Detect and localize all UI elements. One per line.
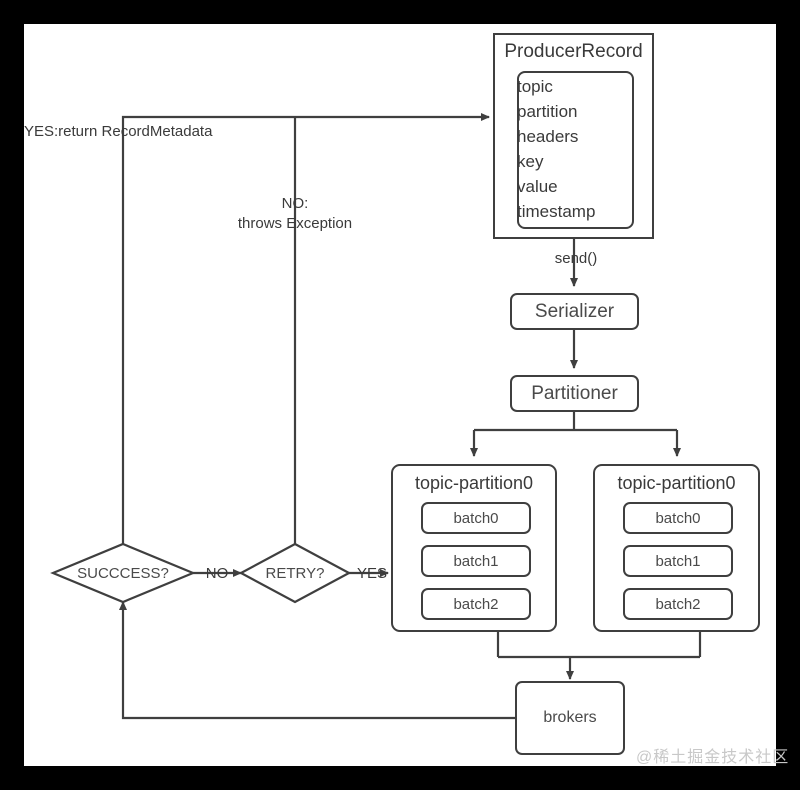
- producer-record-field-timestamp: timestamp: [517, 202, 596, 221]
- producer-record-field-value: value: [517, 177, 558, 196]
- topic-partition-box-1: topic-partition0 batch0 batch1 batch2: [593, 464, 760, 632]
- batch-box-0-0: batch0: [421, 502, 531, 534]
- edge-label-yes: YES: [356, 565, 387, 582]
- batch-box-1-2: batch2: [623, 588, 733, 620]
- brokers-box: brokers: [515, 681, 625, 755]
- partitioner-box: Partitioner: [510, 375, 639, 412]
- batch-box-1-0: batch0: [623, 502, 733, 534]
- edge-brokers-to-success: [119, 601, 515, 720]
- producer-record-field-key: key: [517, 152, 544, 171]
- serializer-box: Serializer: [510, 293, 639, 330]
- edge-label-yes-return-recordmetadata: YES:return RecordMetadata: [24, 123, 213, 140]
- decision-retry-label: RETRY?: [265, 564, 325, 582]
- decision-success-label: SUCCCESS?: [77, 564, 169, 582]
- edge-success-yes-to-producerrecord: [121, 113, 490, 544]
- edge-label-no-throws-exception: NO: throws Exception: [237, 195, 353, 232]
- topic-partition-box-0: topic-partition0 batch0 batch1 batch2: [391, 464, 557, 632]
- producer-record-field-topic: topic: [517, 77, 553, 96]
- producer-record-field-partition: partition: [517, 102, 578, 121]
- watermark: @稀土掘金技术社区: [636, 749, 790, 766]
- diagram-connectors: [50, 113, 702, 720]
- topic-partition-title-0: topic-partition0: [414, 473, 534, 493]
- batch-box-1-1: batch1: [623, 545, 733, 577]
- topic-partition-title-1: topic-partition0: [617, 473, 736, 493]
- producer-record-title: ProducerRecord: [504, 41, 643, 62]
- diamond-retry-shape: [238, 542, 352, 604]
- diamond-success-shape: [50, 542, 196, 604]
- edge-label-no: NO: [205, 565, 229, 582]
- producer-record-fields-box: [517, 71, 634, 229]
- diagram-canvas: ProducerRecord topic partition headers k…: [24, 24, 788, 766]
- batch-box-0-2: batch2: [421, 588, 531, 620]
- producer-record-field-headers: headers: [517, 127, 579, 146]
- decision-retry: RETRY?: [241, 544, 349, 602]
- edge-label-send: send(): [554, 250, 598, 267]
- batch-box-0-1: batch1: [421, 545, 531, 577]
- decision-success: SUCCCESS?: [53, 544, 193, 602]
- producer-record-box: ProducerRecord topic partition headers k…: [493, 33, 654, 239]
